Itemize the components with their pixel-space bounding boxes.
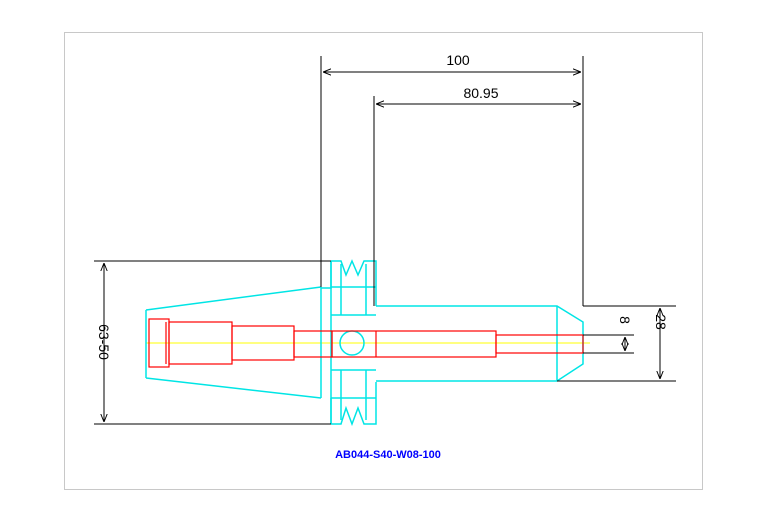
dimension-tip-diameter-label: 28	[653, 314, 669, 330]
holder-outline	[145, 259, 584, 427]
dimension-flange-diameter-label: 63-50	[96, 324, 112, 360]
dimension-overall-length	[320, 56, 584, 306]
part-number-label: AB044-S40-W08-100	[335, 449, 441, 461]
dimension-gauge-length-label: 80.95	[463, 85, 498, 101]
dimension-overall-length-label: 100	[446, 52, 470, 68]
drawing-frame	[64, 32, 703, 490]
dimension-bore-diameter-label: 8	[617, 316, 633, 324]
dimension-gauge-length	[373, 96, 581, 306]
dimension-bore-diameter	[583, 334, 634, 354]
dimension-flange-diameter	[94, 260, 331, 425]
dimension-tip-diameter	[557, 305, 676, 382]
internal-bore	[148, 318, 584, 368]
